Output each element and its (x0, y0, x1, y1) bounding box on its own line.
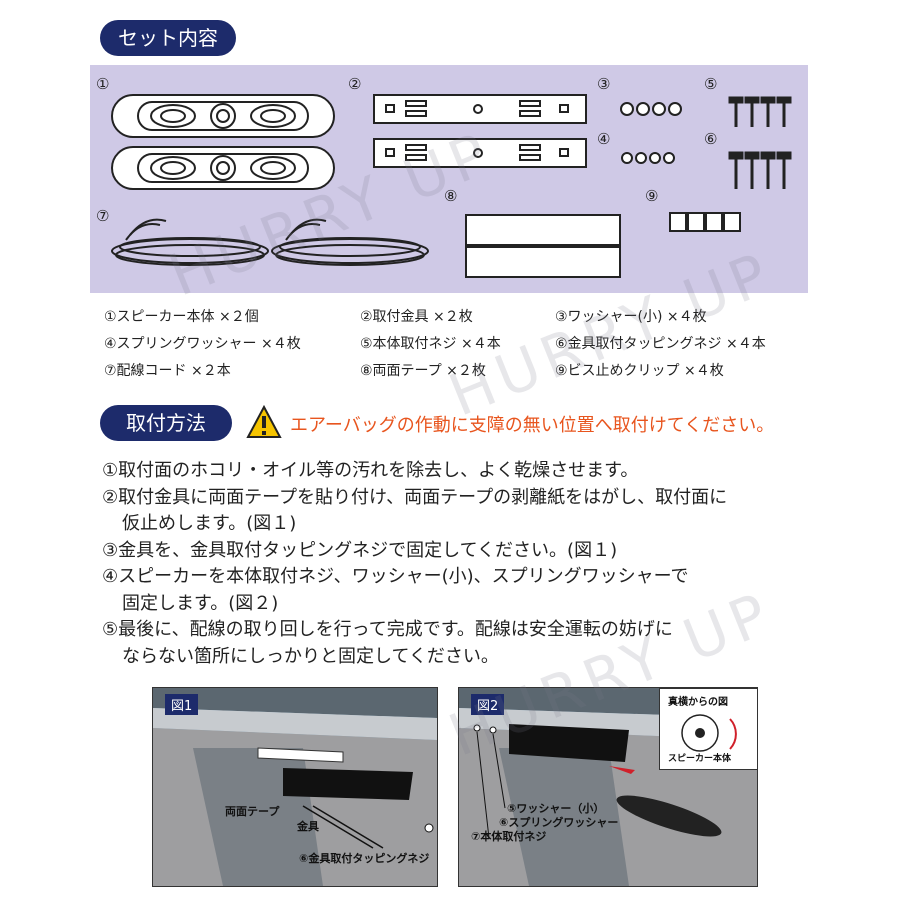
warning-text: エアーバッグの作動に支障の無い位置へ取付けてください。 (290, 415, 775, 436)
figure-1-label: 図1 (165, 694, 199, 715)
side-view-drawing (681, 714, 737, 752)
parts-item-4: ④スプリングワッシャー ×４枚 (104, 336, 301, 352)
parts-item-7: ⑦配線コード ×２本 (104, 363, 231, 379)
contents-title: セット内容 (100, 20, 236, 56)
fig2-spring-washer-label: ⑥スプリングワッシャー (499, 816, 619, 829)
kit-number-5: ⑤ (704, 75, 718, 93)
parts-item-9: ⑨ビス止めクリップ ×４枚 (555, 363, 724, 379)
install-steps: ①取付面のホコリ・オイル等の汚れを除去し、よく乾燥させます。 ②取付金具に両面テ… (102, 458, 822, 670)
fig1-tape-label: 両面テープ (225, 805, 280, 818)
side-view-inset: 真横からの図 スピーカー本体 (659, 688, 757, 770)
cable-drawing (111, 218, 429, 266)
figure-2: 図2 真横からの図 スピーカー本体 ⑤ワッシャー（小） ⑥スプリングワッシャー … (458, 687, 758, 887)
figure-1-drawing (153, 688, 437, 886)
washer-drawing (620, 102, 682, 164)
step-line: 仮止めします。(図１) (122, 513, 297, 534)
side-view-label: 真横からの図 (668, 697, 728, 708)
step-line: ③金具を、金具取付タッピングネジで固定してください。(図１) (102, 539, 618, 561)
step-line: ②取付金具に両面テープを貼り付け、両面テープの剥離紙をはがし、取付面に (102, 486, 728, 508)
fig1-bracket-label: 金具 (297, 820, 319, 833)
step-line: ①取付面のホコリ・オイル等の汚れを除去し、よく乾燥させます。 (102, 460, 639, 481)
figure-1: 図1 両面テープ 金具 ⑥金具取付タッピングネジ (152, 687, 438, 887)
kit-drawing (111, 94, 792, 278)
airbag-warning: エアーバッグの作動に支障の無い位置へ取付けてください。 (246, 404, 806, 440)
kit-number-6: ⑥ (704, 130, 718, 148)
kit-number-7: ⑦ (96, 207, 110, 225)
fig2-screw-label: ⑦本体取付ネジ (471, 830, 547, 843)
speaker-body-label: スピーカー本体 (668, 754, 732, 764)
kit-number-3: ③ (597, 75, 611, 93)
kit-number-1: ① (96, 75, 110, 93)
parts-item-5: ⑤本体取付ネジ ×４本 (360, 336, 501, 352)
speaker-body-drawing (111, 94, 335, 190)
kit-number-9: ⑨ (645, 187, 659, 205)
figure-2-label: 図2 (471, 694, 505, 715)
kit-number-4: ④ (597, 130, 611, 148)
step-line: ならない箇所にしっかりと固定してください。 (122, 645, 499, 667)
parts-item-8: ⑧両面テープ ×２枚 (360, 363, 486, 379)
kit-number-2: ② (348, 75, 362, 93)
screw-drawing (728, 96, 792, 189)
parts-item-2: ②取付金具 ×２枚 (360, 309, 473, 325)
step-line: 固定します。(図２) (122, 592, 279, 614)
kit-number-8: ⑧ (444, 187, 458, 205)
step-line: ⑤最後に、配線の取り回しを行って完成です。配線は安全運転の妨げに (102, 619, 673, 640)
fig2-washer-label: ⑤ワッシャー（小） (507, 802, 605, 815)
step-line: ④スピーカーを本体取付ネジ、ワッシャー(小)、スプリングワッシャーで (102, 566, 689, 587)
clip-drawing (669, 212, 741, 232)
install-title: 取付方法 (100, 405, 232, 441)
parts-item-6: ⑥金具取付タッピングネジ ×４本 (555, 336, 766, 352)
bracket-drawing (373, 94, 587, 168)
kit-illustration: ① ② ③ ④ ⑤ ⑥ ⑦ ⑧ ⑨ (90, 65, 808, 293)
parts-item-3: ③ワッシャー(小) ×４枚 (555, 309, 707, 325)
parts-item-1: ①スピーカー本体 ×２個 (104, 309, 259, 325)
fig1-screw-label: ⑥金具取付タッピングネジ (299, 852, 430, 865)
warning-icon (246, 405, 282, 438)
tape-drawing (465, 214, 621, 278)
